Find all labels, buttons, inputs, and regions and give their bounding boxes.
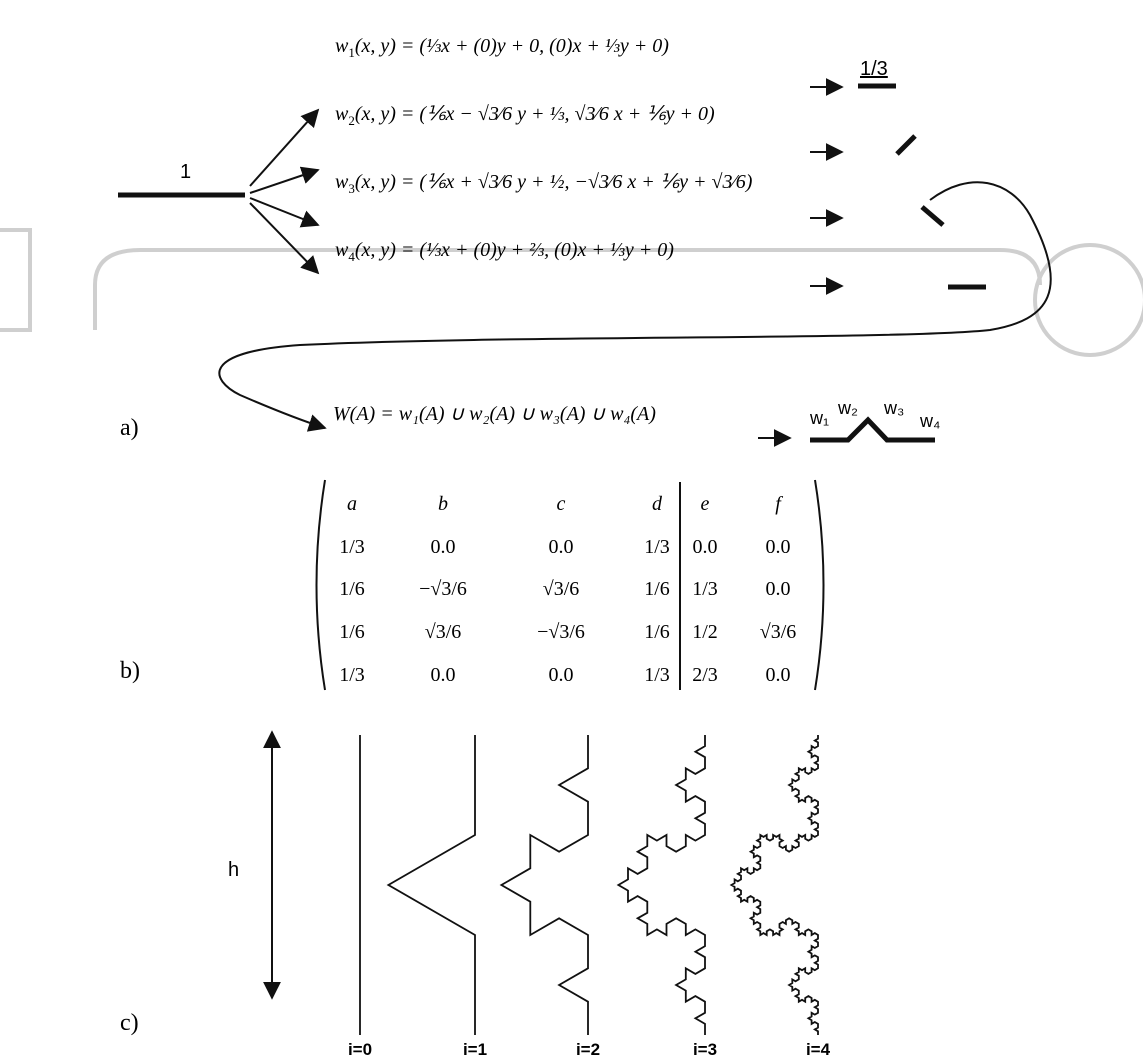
iteration-label: i=1	[463, 1040, 487, 1059]
transform-w4: w4(x, y) = (⅓x + (0)y + ⅔, (0)x + ⅓y + 0…	[335, 239, 674, 264]
loop-connector	[218, 181, 1052, 432]
matrix-header-c: c	[557, 493, 566, 515]
svg-text:1/6: 1/6	[644, 578, 670, 600]
segment-w2	[895, 134, 917, 156]
svg-text:1/3: 1/3	[339, 664, 365, 686]
matrix-header-a: a	[347, 493, 357, 515]
svg-text:0.0: 0.0	[431, 664, 456, 686]
matrix-headers: a b c d e f	[347, 493, 783, 515]
svg-text:0.0: 0.0	[549, 536, 574, 558]
svg-text:0.0: 0.0	[431, 536, 456, 558]
svg-text:1/3: 1/3	[339, 536, 365, 558]
koch-curve-iteration-1	[386, 735, 476, 1035]
svg-text:√3/6: √3/6	[425, 621, 462, 643]
iteration-label: i=3	[693, 1040, 717, 1059]
iteration-label: i=2	[576, 1040, 600, 1059]
height-label: h	[228, 859, 239, 881]
koch-curves	[359, 735, 819, 1035]
fanout-arrows	[249, 108, 320, 275]
svg-text:0.0: 0.0	[693, 536, 718, 558]
matrix-header-f: f	[775, 493, 783, 515]
label-c: c)	[120, 1010, 139, 1036]
svg-text:1/6: 1/6	[644, 621, 670, 643]
label-a: a)	[120, 415, 139, 441]
svg-text:1/3: 1/3	[692, 578, 718, 600]
matrix-row: 1/3 0.0 0.0 1/3 2/3 0.0	[339, 664, 790, 686]
result-arrows	[810, 78, 844, 295]
svg-text:1/2: 1/2	[692, 621, 718, 643]
watermark-logo	[0, 228, 1143, 357]
transform-equations: w1(x, y) = (⅓x + (0)y + 0, (0)x + ⅓y + 0…	[335, 35, 753, 264]
iteration-labels: i=0 i=1 i=2 i=3 i=4	[348, 1040, 831, 1059]
union-equation: W(A) = w₁(A) ∪ w₂(A) ∪ w₃(A) ∪ w₄(A)	[333, 403, 656, 425]
matrix-header-e: e	[701, 493, 710, 515]
iteration-label: i=4	[806, 1040, 831, 1059]
svg-text:0.0: 0.0	[549, 664, 574, 686]
iteration-label: i=0	[348, 1040, 372, 1059]
svg-text:1/6: 1/6	[339, 578, 365, 600]
svg-text:√3/6: √3/6	[760, 621, 797, 643]
scale-label: 1/3	[860, 58, 888, 80]
matrix-row: 1/6 √3/6 −√3/6 1/6 1/2 √3/6	[339, 621, 796, 643]
matrix-header-b: b	[438, 493, 448, 515]
transform-w3: w3(x, y) = (⅙x + √3⁄6 y + ½, −√3⁄6 x + ⅙…	[335, 171, 753, 196]
generator-shape: w₁ w₂ w₃ w₄	[809, 398, 940, 443]
matrix-row: 1/6 −√3/6 √3/6 1/6 1/3 0.0	[339, 578, 790, 600]
gen-label-w4: w₄	[919, 411, 940, 431]
matrix-header-d: d	[652, 493, 663, 515]
part-b: b) a b c d e f 1/3 0.0 0.0 1/3 0.0 0.0 1…	[120, 479, 825, 691]
koch-curve-iteration-3	[616, 735, 706, 1035]
koch-curve-iteration-2	[499, 735, 589, 1035]
svg-text:1/3: 1/3	[644, 536, 670, 558]
gen-label-w2: w₂	[837, 398, 858, 418]
svg-text:−√3/6: −√3/6	[419, 578, 467, 600]
transform-w2: w2(x, y) = (⅙x − √3⁄6 y + ⅓, √3⁄6 x + ⅙y…	[335, 103, 715, 128]
svg-text:0.0: 0.0	[766, 578, 791, 600]
svg-text:2/3: 2/3	[692, 664, 718, 686]
label-b: b)	[120, 658, 140, 684]
svg-text:0.0: 0.0	[766, 664, 791, 686]
svg-text:1/3: 1/3	[644, 664, 670, 686]
part-a: 1 w1(x, y) = (⅓x + (0)y + 0, (0)x + ⅓y +…	[118, 35, 1052, 447]
svg-text:−√3/6: −√3/6	[537, 621, 585, 643]
initiator-length-label: 1	[180, 161, 191, 183]
matrix-left-bracket	[315, 479, 326, 691]
matrix-row: 1/3 0.0 0.0 1/3 0.0 0.0	[339, 536, 790, 558]
koch-curve-iteration-4	[729, 735, 819, 1035]
segment-w3	[920, 205, 945, 227]
svg-text:√3/6: √3/6	[543, 578, 580, 600]
matrix-right-bracket	[814, 479, 825, 691]
transform-w1: w1(x, y) = (⅓x + (0)y + 0, (0)x + ⅓y + 0…	[335, 35, 669, 60]
svg-text:1/6: 1/6	[339, 621, 365, 643]
matrix-rows: 1/3 0.0 0.0 1/3 0.0 0.0 1/6 −√3/6 √3/6 1…	[339, 536, 796, 686]
gen-label-w3: w₃	[883, 398, 904, 418]
svg-text:0.0: 0.0	[766, 536, 791, 558]
part-c: c) h i=0 i=1 i=2 i=3 i=4	[120, 730, 831, 1059]
gen-label-w1: w₁	[809, 408, 829, 428]
